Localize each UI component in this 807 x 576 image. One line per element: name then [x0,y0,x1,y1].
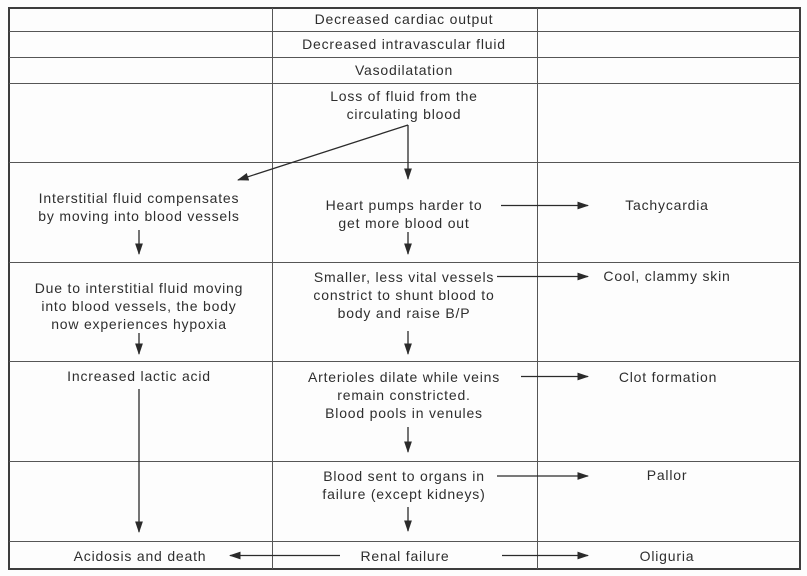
node-vasodilatation: Vasodilatation [354,62,454,78]
node-acidosis-and-death: Acidosis and death [73,548,207,564]
node-arterioles-dilate: Arterioles dilate while veins remain con… [307,369,501,421]
node-hypoxia: Due to interstitial fluid moving into bl… [34,280,244,332]
node-loss-of-fluid: Loss of fluid from the circulating blood [330,88,478,122]
node-tachycardia: Tachycardia [625,197,709,213]
node-cool-clammy-skin: Cool, clammy skin [603,268,731,284]
node-renal-failure: Renal failure [360,548,450,564]
table-outer-border [8,7,801,570]
node-heart-pumps-harder: Heart pumps harder to get more blood out [325,197,483,231]
node-blood-to-organs: Blood sent to organs in failure (except … [322,468,486,502]
node-decreased-cardiac-output: Decreased cardiac output [314,11,494,27]
node-oliguria: Oliguria [639,548,695,564]
node-interstitial-compensation: Interstitial fluid compensates by moving… [38,190,240,224]
node-pallor: Pallor [646,467,688,483]
arrow-loss-to-interstitial [237,124,409,181]
node-increased-lactic-acid: Increased lactic acid [67,368,211,384]
node-vessels-constrict: Smaller, less vital vessels constrict to… [313,269,495,321]
flow-arrows [135,124,589,560]
node-clot-formation: Clot formation [618,369,718,385]
node-decreased-intravascular-fluid: Decreased intravascular fluid [302,36,506,52]
